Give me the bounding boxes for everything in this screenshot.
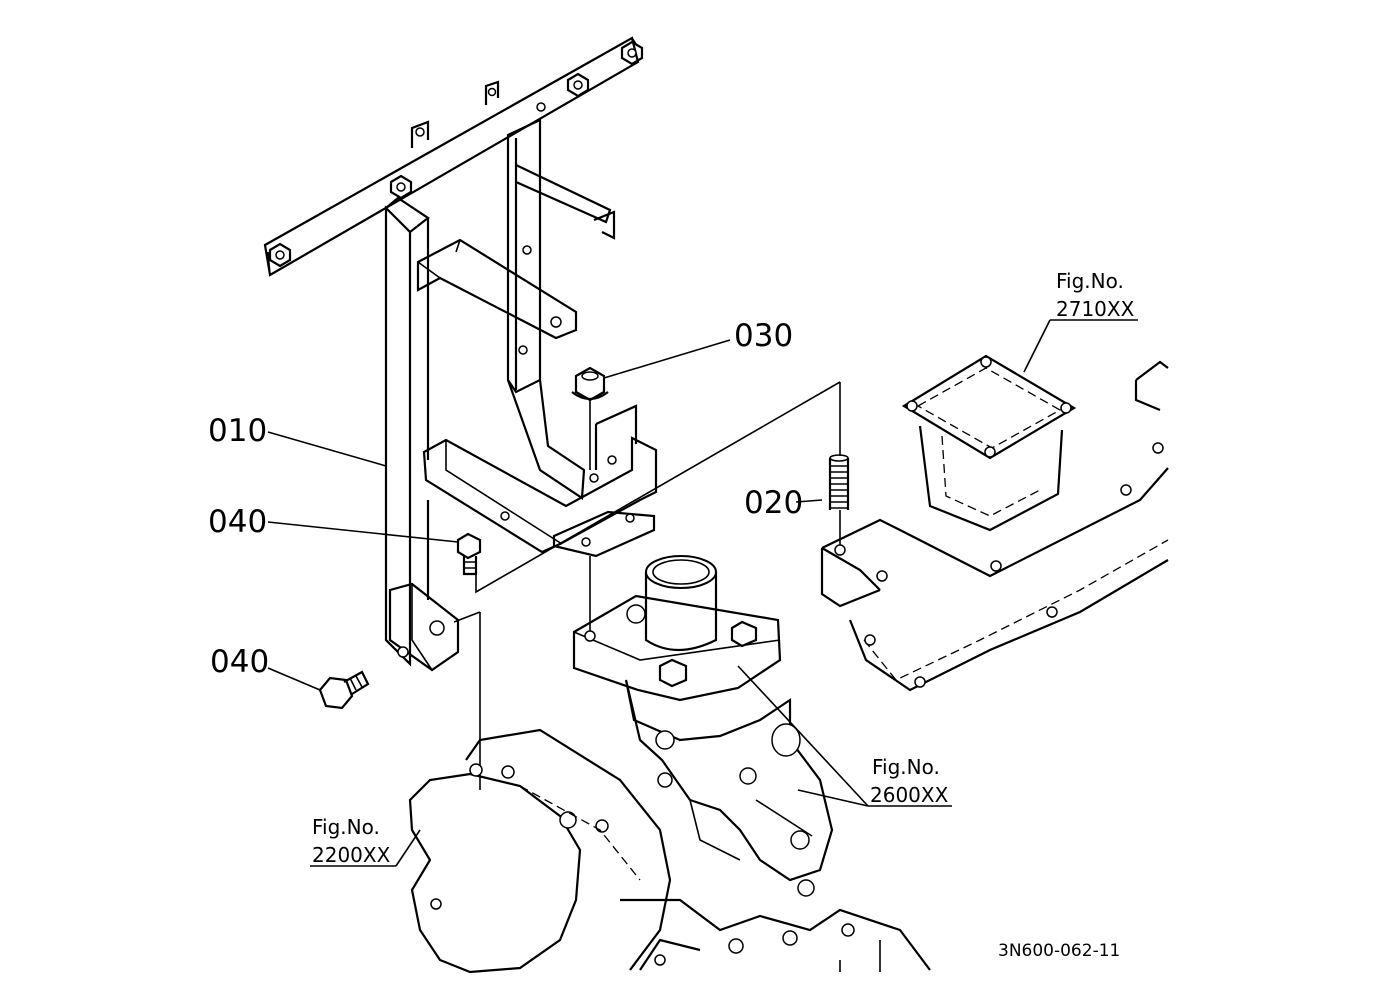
fig-ref-number-2600: 2600XX [870, 783, 949, 807]
bracket-assembly [263, 36, 658, 672]
bolt-040-lower [318, 670, 370, 710]
part-number-030: 030 [734, 318, 793, 354]
gear-case-fig-2200 [408, 728, 931, 974]
fig-ref-label-2600: Fig.No. [872, 755, 940, 779]
manifold-fig-2710 [820, 354, 1169, 692]
fig-ref-label-2200: Fig.No. [312, 815, 380, 839]
fig-ref-label-2710: Fig.No. [1056, 269, 1124, 293]
part-number-040-lower: 040 [210, 644, 269, 680]
fig-ref-number-2710: 2710XX [1056, 297, 1135, 321]
fig-ref-number-2200: 2200XX [312, 843, 391, 867]
part-number-020: 020 [744, 485, 803, 521]
assembly-guide-lines [453, 381, 841, 790]
part-number-010: 010 [208, 413, 267, 449]
bolt-040-upper [456, 532, 482, 576]
flange-nut-030 [571, 366, 609, 402]
part-number-040-upper: 040 [208, 504, 267, 540]
leader-lines [267, 319, 1138, 867]
drawing-code: 3N600-062-11 [998, 941, 1120, 961]
stud-020 [828, 454, 850, 510]
thermostat-housing [572, 555, 834, 897]
